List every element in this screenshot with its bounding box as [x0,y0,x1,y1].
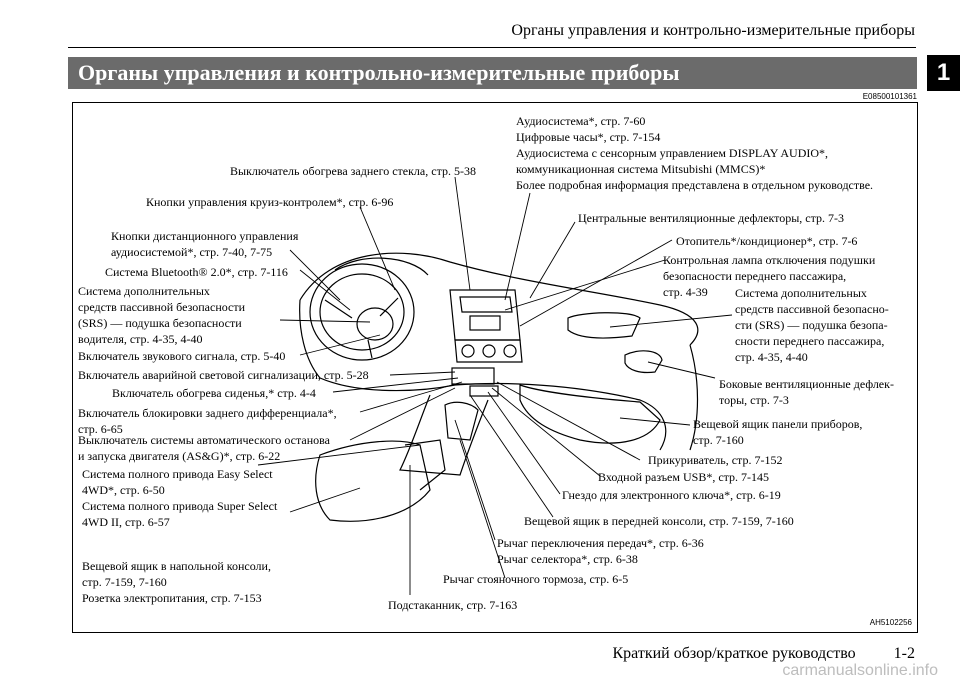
chapter-tab: 1 [927,55,960,91]
label-horn: Включатель звукового сигнала, стр. 5-40 [78,349,286,363]
watermark: carmanualsonline.info [782,662,938,679]
label-hazard: Включатель аварийной световой сигнализац… [78,368,369,382]
floor-console [315,440,431,522]
label-key-slot: Гнездо для электронного ключа*, стр. 6-1… [562,488,781,502]
label-cruise-control: Кнопки управления круиз-контролем*, стр.… [146,195,394,209]
label-rear-defogger: Выключатель обогрева заднего стекла, стр… [230,164,476,178]
running-head: Органы управления и контрольно-измерител… [511,22,915,39]
label-glovebox: Вещевой ящик панели приборов,стр. 7-160 [693,417,863,447]
label-cupholder: Подстаканник, стр. 7-163 [388,598,518,612]
header-rule [68,47,916,48]
label-asg: Выключатель системы автоматического оста… [78,433,330,463]
label-parking-brake: Рычаг стояночного тормоза, стр. 6-5 [443,572,629,586]
footer-title: Краткий обзор/краткое руководство [612,645,856,662]
glovebox [519,384,661,444]
label-diff-lock: Включатель блокировки заднего дифференци… [78,406,337,436]
section-title: Органы управления и контрольно-измерител… [68,57,917,89]
label-seat-heater: Включатель обогрева сиденья,* стр. 4-4 [112,386,316,400]
label-front-console-box: Вещевой ящик в передней консоли, стр. 7-… [524,514,794,528]
diagram-frame [72,102,918,633]
footer: Краткий обзор/краткое руководство 1-2 [612,645,915,663]
page-number: 1-2 [893,645,915,662]
doc-code: E08500101361 [862,92,917,101]
label-center-vents: Центральные вентиляционные дефлекторы, с… [578,211,845,225]
label-cigarette-lighter: Прикуриватель, стр. 7-152 [648,453,783,467]
label-usb: Входной разъем USB*, стр. 7-145 [598,470,770,484]
figure-code: AH5102256 [869,618,912,627]
label-floor-box: Вещевой ящик в напольной консоли,стр. 7-… [82,559,271,605]
label-side-vents: Боковые вентиляционные дефлек-торы, стр.… [719,377,894,407]
passenger-vent [567,312,641,339]
label-heater: Отопитель*/кондиционер*, стр. 7-6 [676,234,858,248]
steering-wheel [309,263,415,361]
label-bluetooth: Система Bluetooth® 2.0*, стр. 7-116 [105,265,288,279]
